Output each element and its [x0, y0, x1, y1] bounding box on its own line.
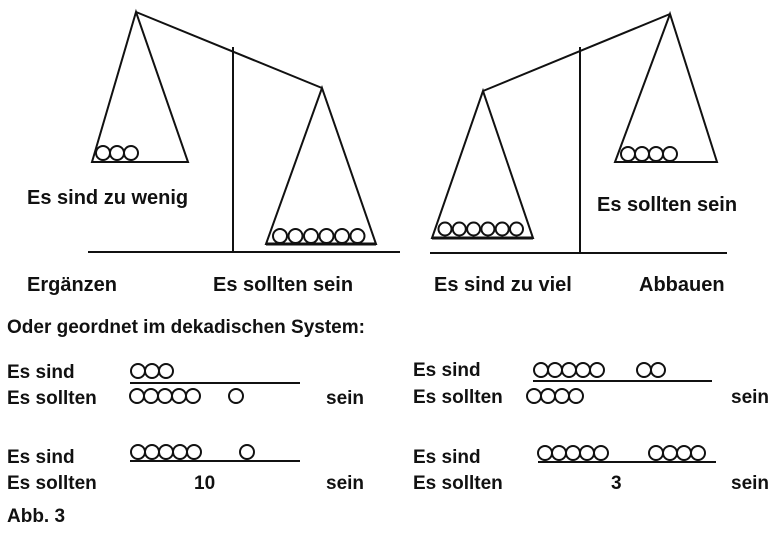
counter-circle — [537, 445, 553, 461]
counter-circle — [334, 228, 350, 244]
counter-circle — [494, 221, 510, 237]
counter-circle — [575, 362, 591, 378]
counter-circle — [565, 445, 581, 461]
example-3-sein: sein — [326, 473, 365, 494]
counter-circle — [526, 388, 542, 404]
counter-circle — [143, 388, 159, 404]
counter-circle — [568, 388, 584, 404]
counter-circle — [533, 362, 549, 378]
example-3-line2: Es sollten — [7, 473, 97, 494]
counter-circle — [593, 445, 609, 461]
counter-circle — [466, 221, 482, 237]
counter-circle — [272, 228, 288, 244]
counter-circle — [171, 388, 187, 404]
counter-circle — [648, 146, 664, 162]
counter-circle — [480, 221, 496, 237]
left-high-pan — [264, 84, 378, 245]
counter-circle — [554, 388, 570, 404]
counter-circle — [144, 444, 160, 460]
counter-circle — [349, 228, 366, 244]
counter-circle — [228, 388, 244, 404]
counter-circle — [158, 444, 174, 460]
counter-circle — [690, 445, 706, 461]
counter-circle — [648, 445, 664, 461]
counter-circle — [634, 146, 650, 162]
example-1-sein: sein — [326, 388, 365, 409]
counter-circle — [287, 228, 304, 244]
counter-circle — [158, 363, 174, 379]
right-beam — [482, 13, 671, 92]
right-low-pan — [430, 87, 535, 239]
left-beam — [135, 11, 323, 89]
remove-caption: Abbauen — [639, 274, 725, 296]
counter-circle — [561, 362, 577, 378]
example-4-sein: sein — [731, 473, 770, 494]
counter-circle — [185, 388, 201, 404]
complete-caption: Ergänzen — [27, 274, 118, 296]
counter-circle — [676, 445, 692, 461]
counter-circle — [172, 444, 188, 460]
left-low-pan — [90, 8, 190, 163]
example-4-line1: Es sind — [413, 447, 481, 468]
counter-circle — [551, 445, 567, 461]
counter-circle — [509, 221, 524, 237]
counter-circle — [130, 444, 146, 460]
counter-circle — [130, 363, 146, 379]
example-3-target-value: 10 — [194, 473, 216, 494]
example-4-line2: Es sollten — [413, 473, 503, 494]
counter-circle — [650, 362, 666, 378]
counter-circle — [95, 145, 111, 161]
counter-circle — [157, 388, 173, 404]
counter-circle — [547, 362, 563, 378]
right-high-pan — [613, 10, 719, 163]
example-4-target-value: 3 — [611, 473, 622, 494]
counter-circle — [109, 145, 125, 161]
counter-circle — [662, 445, 678, 461]
counter-circle — [620, 146, 636, 162]
should-be-label: Es sollten sein — [597, 194, 738, 216]
should-be-caption: Es sollten sein — [213, 274, 354, 296]
counter-circle — [636, 362, 652, 378]
counter-circle — [303, 228, 319, 244]
example-1-line2: Es sollten — [7, 388, 97, 409]
too-many-caption: Es sind zu viel — [434, 274, 572, 296]
example-1-line1: Es sind — [7, 362, 75, 383]
example-2-sein: sein — [731, 387, 770, 408]
example-2-line1: Es sind — [413, 360, 481, 381]
counter-circle — [318, 228, 335, 244]
counter-circle — [451, 221, 467, 237]
too-few-label: Es sind zu wenig — [27, 187, 189, 209]
example-2-line2: Es sollten — [413, 387, 503, 408]
counter-circle — [437, 221, 453, 237]
decadic-heading: Oder geordnet im dekadischen System: — [7, 317, 365, 338]
counter-circle — [186, 444, 202, 460]
figure-caption: Abb. 3 — [7, 506, 66, 527]
counter-circle — [589, 362, 605, 378]
counter-circle — [144, 363, 160, 379]
counter-circle — [129, 388, 145, 404]
counter-circle — [540, 388, 556, 404]
example-3-line1: Es sind — [7, 447, 75, 468]
counter-circle — [239, 444, 255, 460]
counter-circle — [579, 445, 595, 461]
counter-circle — [123, 145, 139, 161]
counter-circle — [662, 146, 678, 162]
